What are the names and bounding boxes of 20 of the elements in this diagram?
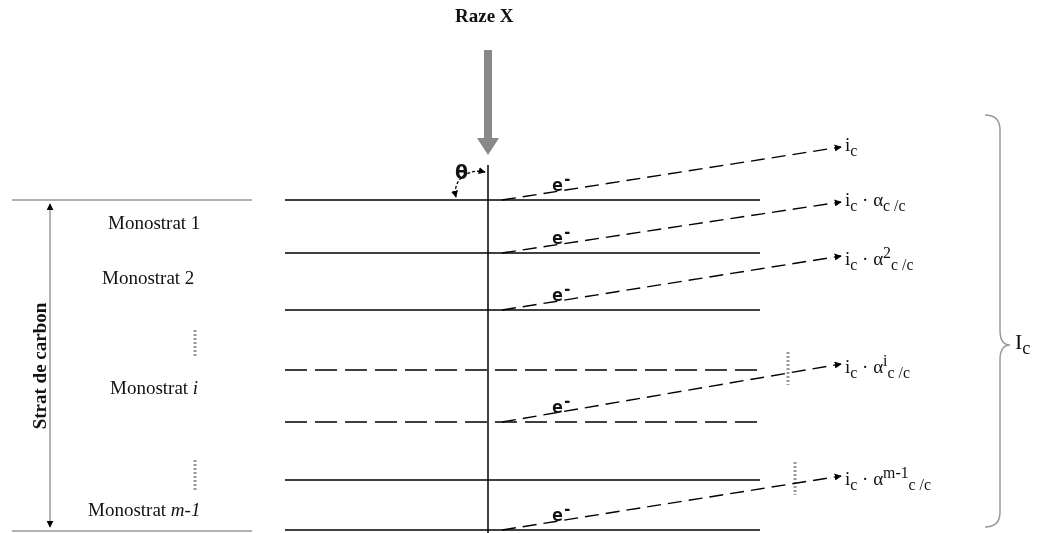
layer-label: Monostrat i: [110, 378, 199, 399]
emission-arrow: [501, 199, 842, 254]
intensity-label: i$_{c}$: [845, 135, 858, 160]
edge-label: e$^{-}$: [552, 224, 572, 248]
emission-arrow: [501, 144, 842, 201]
intensity-label: i$_{c}$ · α$_{c /c}$: [845, 190, 906, 215]
edge-label: e$^{-}$: [552, 393, 572, 417]
edge-label: e$^{-}$: [552, 501, 572, 525]
emission-arrow: [501, 253, 842, 311]
title-label: Raze X: [455, 6, 514, 27]
edge-label: e$^{-}$: [552, 281, 572, 305]
layer-label: Monostrat m-1: [88, 500, 201, 521]
emission-arrow: [501, 473, 842, 531]
edge-label: e$^{-}$: [552, 171, 572, 195]
emission-arrow: [501, 361, 842, 423]
total-intensity-label: I$_{c}$: [1015, 330, 1031, 359]
layer-label: Monostrat 1: [108, 213, 201, 234]
dimension-label: Strat de carbon: [29, 302, 51, 430]
angle-label: θ: [455, 162, 469, 183]
layer-label: Monostrat 2: [102, 268, 195, 289]
